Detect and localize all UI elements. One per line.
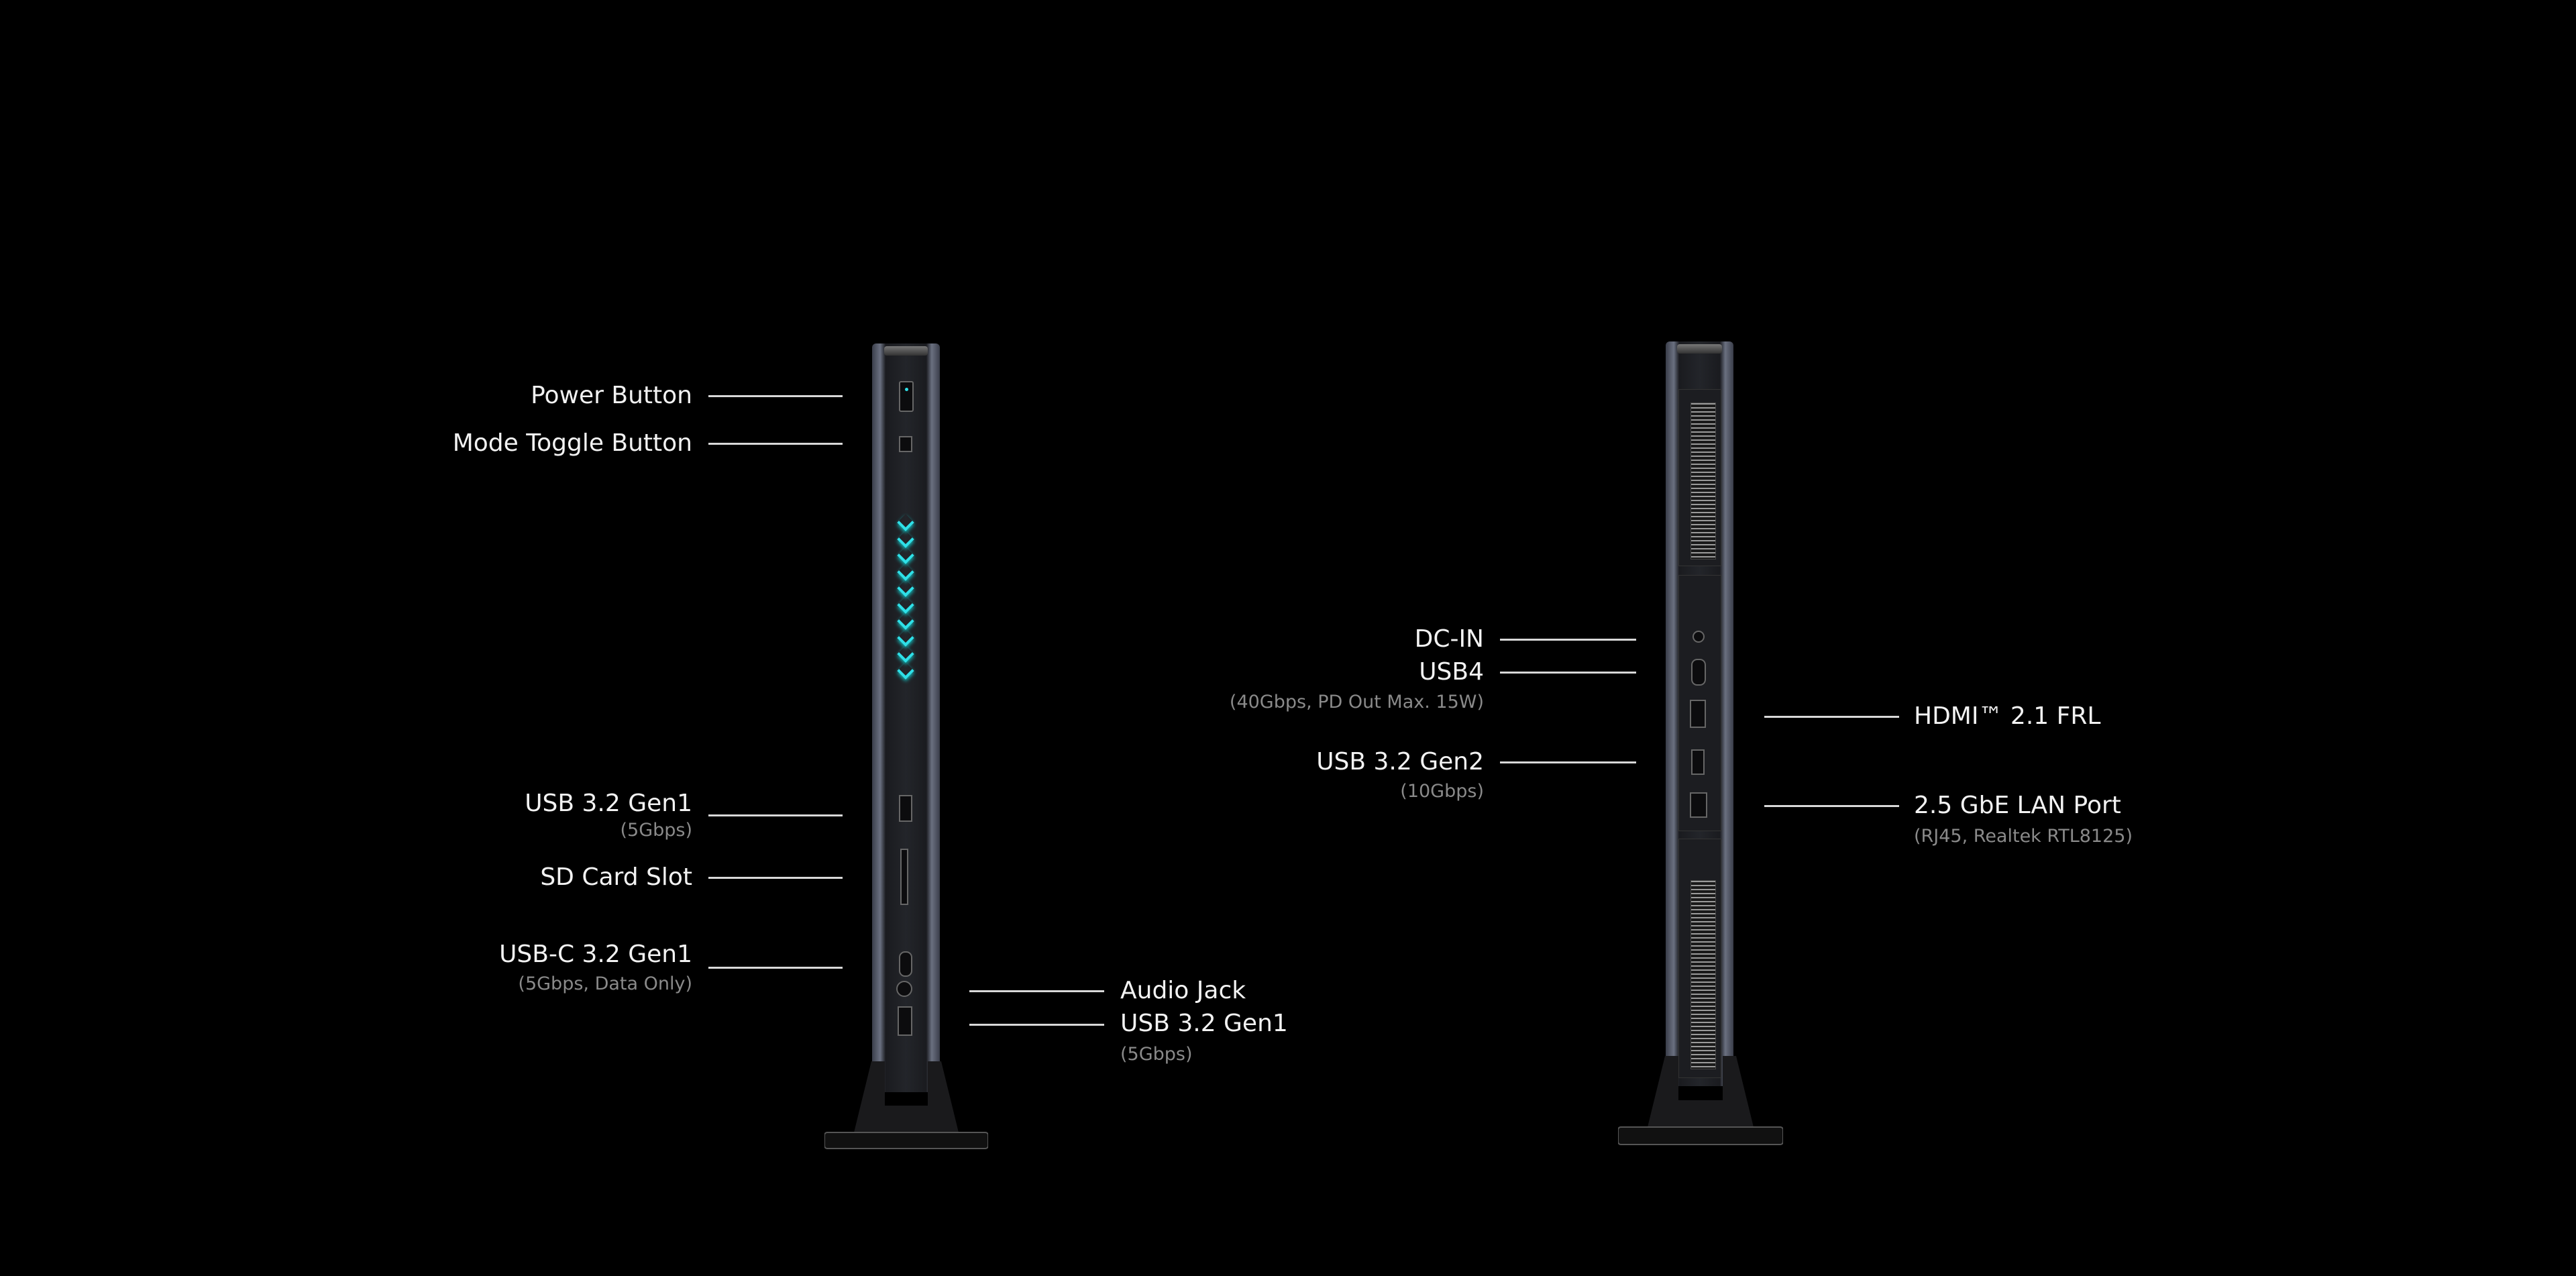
usb-a-port-icon <box>899 795 912 822</box>
leader-line <box>969 990 1104 992</box>
usb-c-sub: (5Gbps, Data Only) <box>518 973 692 994</box>
lan-port-icon <box>1690 792 1707 818</box>
lan-port-label: 2.5 GbE LAN Port <box>1914 792 2121 819</box>
leader-line <box>1500 761 1636 763</box>
audio-jack-icon <box>896 981 912 997</box>
leader-line <box>969 1024 1104 1026</box>
top-cap <box>1677 344 1722 354</box>
leader-line <box>708 877 843 879</box>
usb-gen2-label: USB 3.2 Gen2 <box>1316 748 1484 776</box>
leader-line <box>1500 672 1636 674</box>
sd-card-label: SD Card Slot <box>540 863 692 891</box>
top-cap <box>884 346 928 356</box>
usb-c-label: USB-C 3.2 Gen1 <box>499 941 692 968</box>
vent-icon <box>1690 403 1716 560</box>
leader-line <box>1764 805 1899 807</box>
usb-a-port-icon <box>1691 749 1705 775</box>
usb-gen1-sub: (5Gbps) <box>620 820 692 841</box>
usb4-label: USB4 <box>1419 658 1484 686</box>
leader-line <box>1764 716 1899 718</box>
leader-line <box>708 814 843 816</box>
usb-c-port-icon <box>899 951 912 977</box>
audio-jack-label: Audio Jack <box>1120 977 1246 1004</box>
vent-icon <box>1690 880 1716 1069</box>
usb4-sub: (40Gbps, PD Out Max. 15W) <box>1229 692 1484 712</box>
front-chassis <box>872 343 940 1092</box>
dc-in-port-icon <box>1693 631 1705 643</box>
leader-line <box>1500 639 1636 641</box>
usb-a-port-icon <box>898 1006 912 1036</box>
mode-toggle-label: Mode Toggle Button <box>452 429 692 457</box>
dc-in-label: DC-IN <box>1414 625 1484 653</box>
power-button-label: Power Button <box>531 382 692 409</box>
leader-line <box>708 395 843 397</box>
usb-gen1-label: USB 3.2 Gen1 <box>525 790 692 817</box>
leader-line <box>708 443 843 445</box>
back-stand <box>1618 1056 1783 1145</box>
mode-toggle-button-icon <box>899 436 912 452</box>
front-stand <box>824 1061 988 1149</box>
hdmi-label: HDMI™ 2.1 FRL <box>1914 702 2101 730</box>
sd-card-slot-icon <box>900 849 908 905</box>
hdmi-port-icon <box>1690 700 1706 728</box>
usb-gen1-label-2: USB 3.2 Gen1 <box>1120 1010 1288 1037</box>
usb-gen1-sub-2: (5Gbps) <box>1120 1044 1193 1065</box>
power-button-icon <box>899 381 914 412</box>
usb-gen2-sub: (10Gbps) <box>1400 781 1484 802</box>
usb4-port-icon <box>1691 659 1706 686</box>
lan-port-sub: (RJ45, Realtek RTL8125) <box>1914 826 2133 847</box>
leader-line <box>708 967 843 969</box>
